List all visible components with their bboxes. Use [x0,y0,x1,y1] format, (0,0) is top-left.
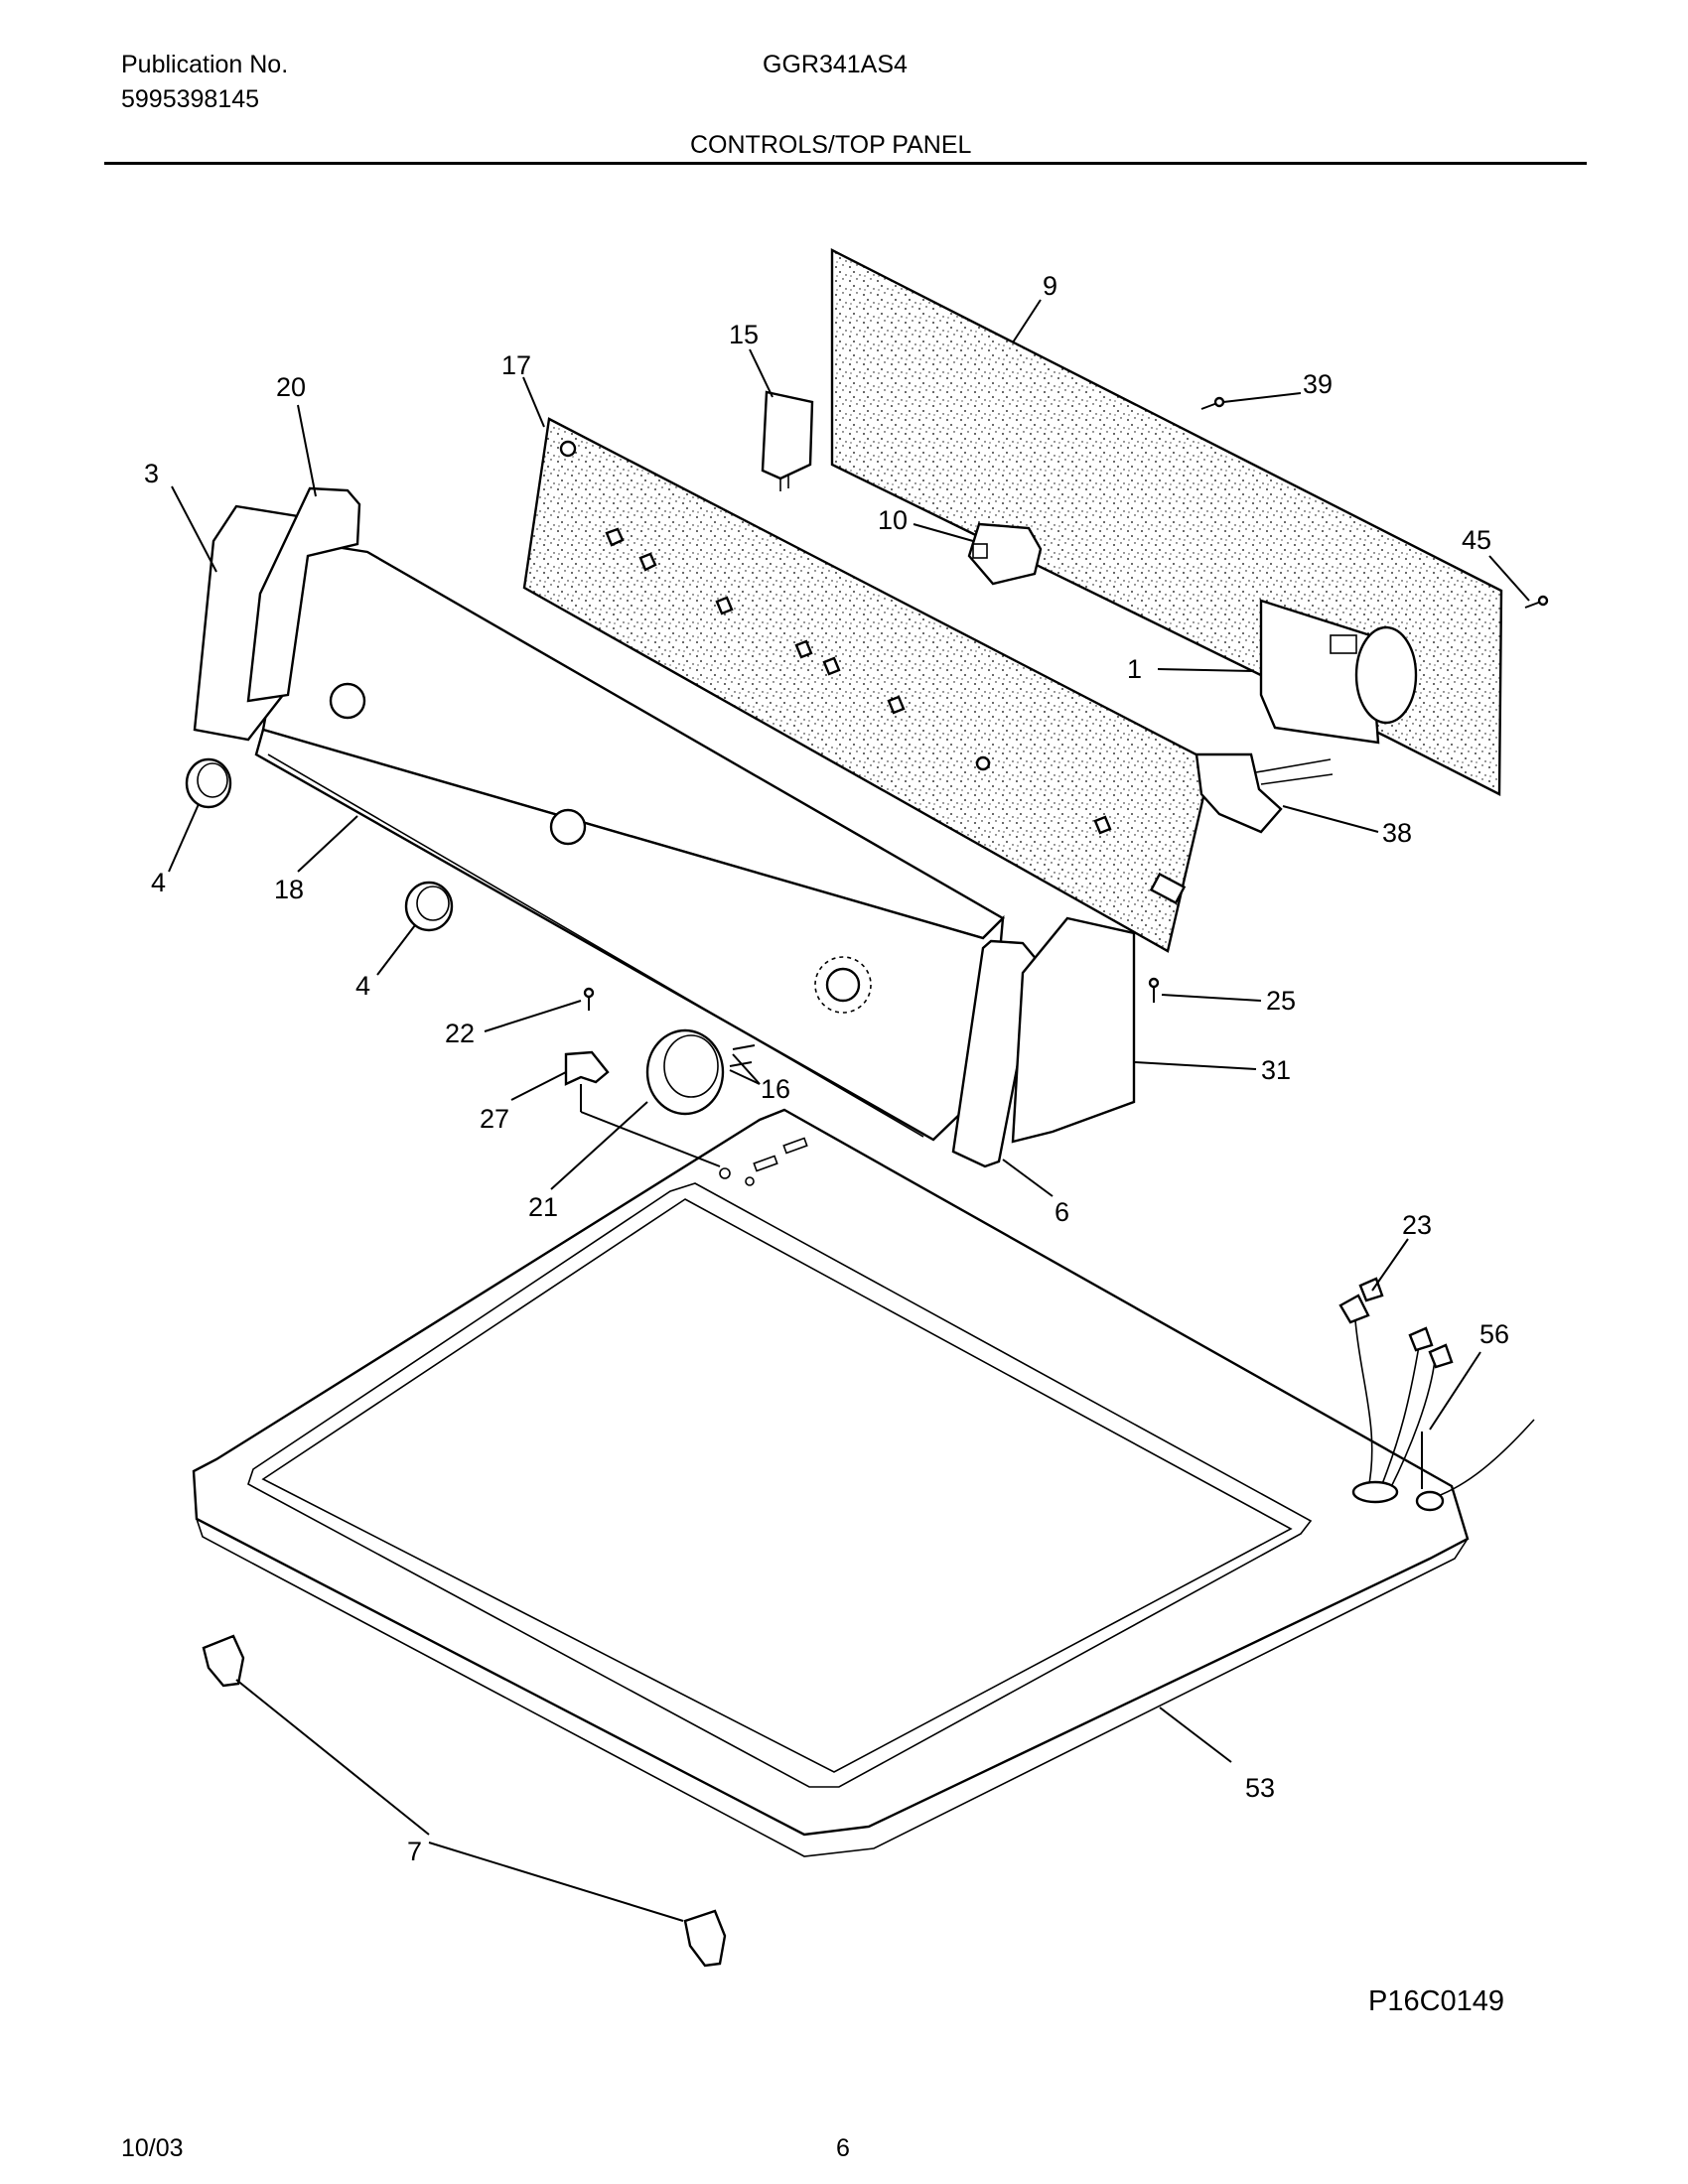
ground-wire-56 [1415,1419,1535,1512]
top-panel-53 [192,1108,1470,1857]
callout-4-lower: 4 [355,971,370,1001]
leader-lines [168,299,1530,1922]
switch-10 [967,522,1043,586]
publication-number: 5995398145 [121,85,260,113]
callout-6: 6 [1055,1197,1069,1227]
callout-labels: 9 15 39 17 20 45 3 10 1 38 4 18 4 25 22 … [144,271,1509,1866]
callout-18: 18 [274,875,304,904]
callout-21: 21 [528,1192,558,1222]
callout-45: 45 [1462,525,1491,555]
footer-page-number: 6 [836,2134,850,2162]
knob-21 [645,1028,725,1116]
relay-15 [761,390,814,491]
callout-56: 56 [1479,1319,1509,1349]
callout-20: 20 [276,372,306,402]
callout-9: 9 [1043,271,1057,301]
callout-3: 3 [144,459,159,488]
callout-15: 15 [729,320,759,349]
callout-10: 10 [878,505,908,535]
section-title: CONTROLS/TOP PANEL [690,131,972,159]
knob-4-upper [185,757,232,809]
callout-17: 17 [501,350,531,380]
timer-1 [1259,599,1418,745]
leveling-foot-7-left [202,1634,245,1688]
footer-date: 10/03 [121,2134,184,2162]
callout-16: 16 [761,1074,790,1104]
callout-4-upper: 4 [151,868,166,897]
callout-39: 39 [1303,369,1333,399]
screw-45 [1524,595,1549,609]
end-bracket-20 [246,486,361,703]
console-18 [254,539,1005,1142]
leveling-foot-7-right [683,1909,727,1968]
callout-23: 23 [1402,1210,1432,1240]
end-bracket-31 [1011,916,1136,1144]
model-number: GGR341AS4 [763,51,908,78]
callout-1: 1 [1127,654,1142,684]
screw-25 [1148,977,1160,1003]
callout-38: 38 [1382,818,1412,848]
control-panel-17 [522,417,1213,953]
header-rule [104,162,1587,165]
end-cap-6 [951,939,1040,1168]
screw-22 [583,987,595,1011]
publication-label: Publication No. [121,51,289,78]
wire-harness-23 [1338,1277,1454,1504]
diagram-code: P16C0149 [1368,1985,1505,2017]
switch-38 [1195,752,1334,834]
callout-25: 25 [1266,986,1296,1016]
callout-27: 27 [480,1104,509,1134]
callout-31: 31 [1261,1055,1291,1085]
callout-22: 22 [445,1019,475,1048]
bracket-27 [564,1050,610,1086]
callout-7: 7 [407,1837,422,1866]
callout-53: 53 [1245,1773,1275,1803]
knob-4-lower [404,881,454,932]
screw-39 [1200,396,1225,410]
